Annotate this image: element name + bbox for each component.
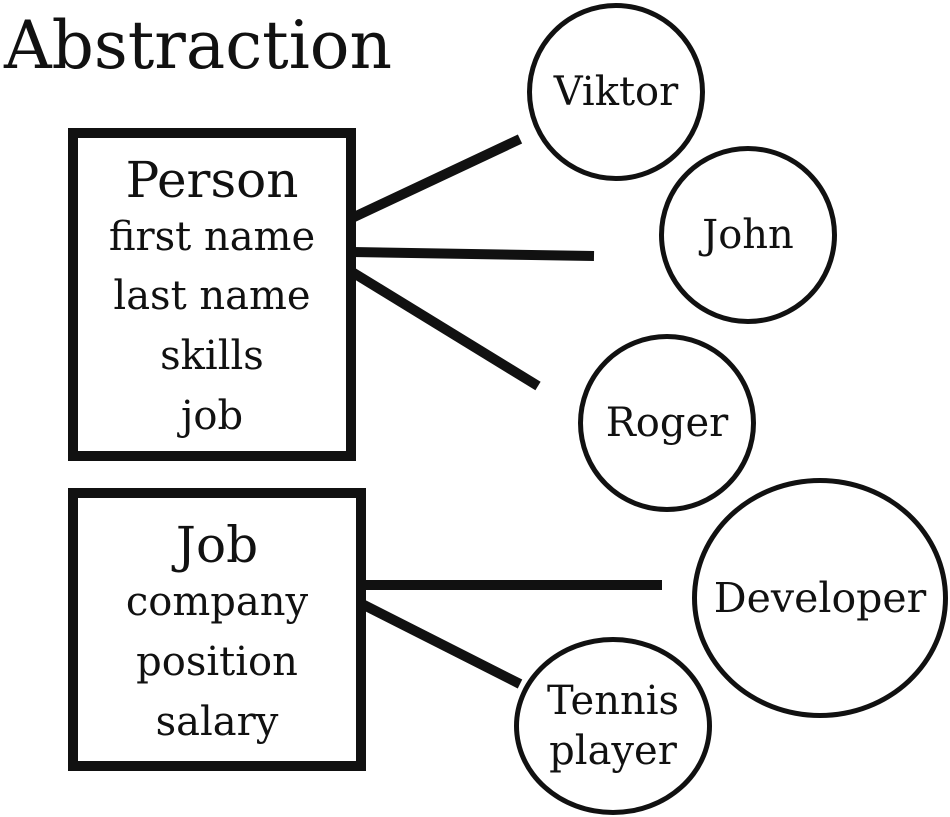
link-person-viktor	[349, 134, 523, 223]
instance-tennis-player: Tennis player	[514, 637, 712, 815]
diagram-title: Abstraction	[4, 7, 393, 84]
attribute-skills: skills	[160, 333, 264, 379]
instance-developer: Developer	[692, 478, 948, 718]
instance-viktor: Viktor	[527, 3, 705, 181]
attribute-salary: salary	[155, 699, 279, 745]
link-person-john	[351, 247, 595, 261]
link-job-tennis	[359, 599, 523, 689]
instance-john: John	[659, 146, 837, 324]
attribute-last-name: last name	[113, 273, 311, 319]
class-box-job: Job company position salary	[68, 488, 366, 771]
instance-label-roger: Roger	[605, 400, 729, 446]
instance-roger: Roger	[578, 334, 756, 512]
instance-label-developer: Developer	[713, 574, 927, 622]
instance-label-tennis-player: Tennis player	[546, 678, 680, 774]
class-name-person: Person	[125, 151, 299, 209]
link-person-roger	[349, 267, 541, 391]
attribute-first-name: first name	[108, 214, 316, 260]
attribute-position: position	[136, 639, 298, 685]
attribute-company: company	[125, 579, 309, 625]
class-box-person: Person first name last name skills job	[68, 128, 356, 461]
attribute-job: job	[180, 393, 244, 439]
class-name-job: Job	[175, 516, 259, 574]
instance-label-viktor: Viktor	[553, 69, 679, 115]
instance-label-john: John	[702, 212, 794, 258]
